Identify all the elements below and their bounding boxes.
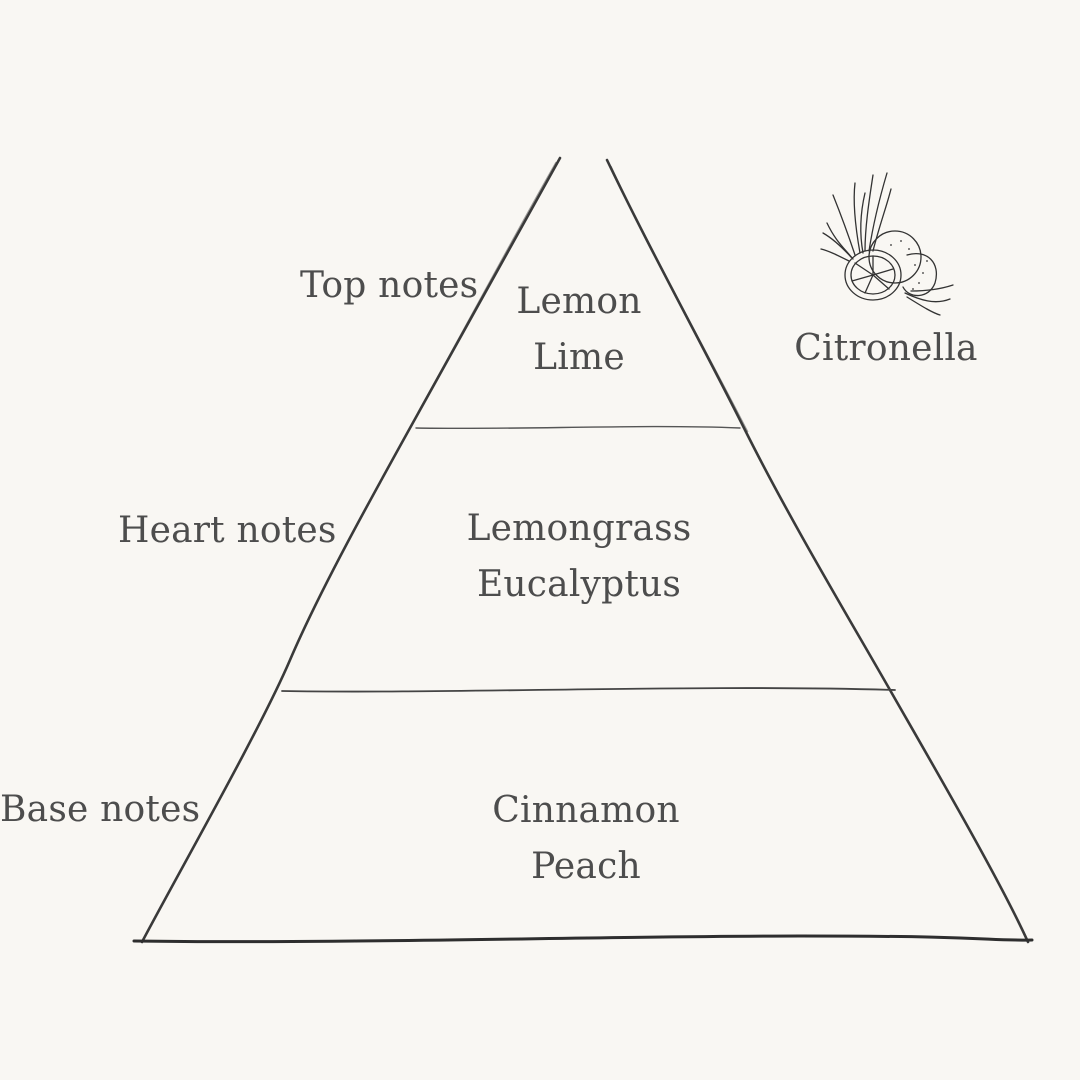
tier-label-top: Top notes <box>300 265 479 306</box>
note-item: Lemon <box>516 281 642 322</box>
tier-notes-top: Lemon Lime <box>516 274 641 386</box>
tier-label-heart: Heart notes <box>118 510 337 551</box>
note-item: Peach <box>531 846 641 887</box>
pyramid-base-line <box>132 934 1034 944</box>
tier-divider-heart-base <box>281 687 896 693</box>
pyramid-right-edge <box>605 158 1030 944</box>
pyramid-left-edge <box>140 156 562 944</box>
note-item: Lemongrass <box>466 508 692 549</box>
note-item: Eucalyptus <box>476 564 682 605</box>
tier-label-base: Base notes <box>0 789 201 830</box>
product-name: Citronella <box>794 328 978 369</box>
tier-notes-base: Cinnamon Peach <box>492 783 680 895</box>
note-item: Lime <box>533 337 625 378</box>
tier-divider-top-heart <box>415 425 741 430</box>
citrus-lemongrass-sketch-icon <box>820 172 954 316</box>
note-item: Cinnamon <box>492 790 680 831</box>
tier-notes-heart: Lemongrass Eucalyptus <box>467 501 692 613</box>
